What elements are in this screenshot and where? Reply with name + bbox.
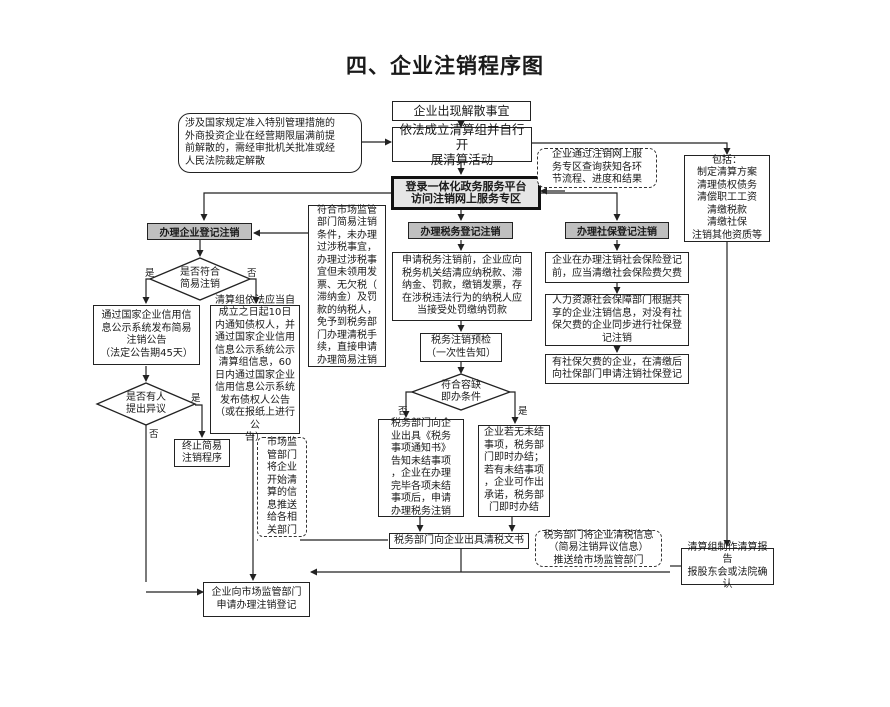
tax-apply-box: 申请税务注销前，企业应向 税务机关结清应纳税款、滞 纳金、罚款，缴销发票，存 在… (392, 252, 532, 321)
report-box: 清算组制作清算报告 报股东会或法院确认 (681, 542, 774, 590)
branch-social: 办理社保登记注销 (565, 222, 669, 239)
social-s3-box: 有社保欠费的企业，在清缴后 向社保部门申请注销社保登记 (545, 354, 689, 384)
tax-clearance-box: 税务部门向企业出具清税文书 (389, 533, 529, 549)
liquidation-group-box: 依法成立清算组并自行开 展清算活动 (392, 122, 532, 167)
decision-objection-text: 是否有人 提出异议 (126, 392, 166, 415)
label-no-simple: 否 (247, 268, 257, 279)
tax-yes-branch-box: 企业若无未结 事项，税务部 门即时办结； 若有未结事项 ，企业可作出 承诺，税务… (478, 425, 550, 517)
platform-box[interactable]: 登录一体化政务服务平台 访问注销网上服务专区 (391, 176, 541, 210)
special-note-box: 涉及国家规定准入特别管理措施的 外商投资企业在经营期限届满前提 前解散的，需经审… (178, 113, 362, 173)
decision-simple-text: 是否符合 简易注销 (180, 267, 220, 290)
label-yes-objection: 是 (191, 393, 201, 404)
simple-notice-box: 通过国家企业信用信 息公示系统发布简易 注销公告 （法定公告期45天） (93, 305, 200, 365)
tax-precheck-box: 税务注销预检 （一次性告知） (420, 333, 502, 362)
tax-no-branch-box: 税务部门向企 业出具《税务 事项通知书》 告知未结事项 ，企业在办理 完毕各项未… (378, 418, 464, 517)
tax-push-box: 税务部门将企业清税信息 （简易注销异议信息） 推送给市场监管部门 (535, 530, 662, 567)
social-s1-box: 企业在办理注销社会保险登记 前，应当清缴社会保险费欠费 (545, 252, 689, 283)
decision-fast-text: 符合容缺 即办条件 (441, 380, 481, 403)
final-registration-box: 企业向市场监管部门 申请办理注销登记 (203, 582, 310, 617)
market-push-box: 市场监 管部门 将企业 开始清 算的信 息推送 给各相 关部门 (257, 437, 307, 537)
terminate-box: 终止简易 注销程序 (174, 439, 230, 467)
label-yes-fast: 是 (518, 406, 528, 417)
duties-box: 包括： 制定清算方案 清理债权债务 清偿职工工资 清缴税款 清缴社保 注销其他资… (684, 155, 770, 242)
diamond-objection (95, 382, 197, 426)
branch-enterprise: 办理企业登记注销 (147, 223, 252, 240)
label-no-fast: 否 (398, 406, 408, 417)
label-no-objection: 否 (149, 429, 159, 440)
page-title: 四、企业注销程序图 (346, 54, 544, 78)
diamond-simple (148, 257, 252, 301)
label-yes-simple: 是 (145, 268, 155, 279)
branch-tax: 办理税务登记注销 (408, 222, 513, 239)
decision-diamonds (95, 257, 512, 426)
query-note-box: 企业通过注销网上服 务专区查询获知各环 节流程、进度和结果 (537, 148, 657, 188)
tax-simple-cond-box: 符合市场监管 部门简易注销 条件，未办理 过涉税事宜， 办理过涉税事 宜但未领用… (308, 205, 386, 367)
diamond-fast (410, 373, 512, 411)
start-box: 企业出现解散事宜 (392, 101, 531, 121)
general-notice-box: 清算组依法应当自 成立之日起10日 内通知债权人，并 通过国家企业信用 信息公示… (210, 295, 300, 443)
social-s2-box: 人力资源社会保障部门根据共 享的企业注销信息，对没有社 保欠费的企业同步进行社保… (545, 294, 689, 346)
